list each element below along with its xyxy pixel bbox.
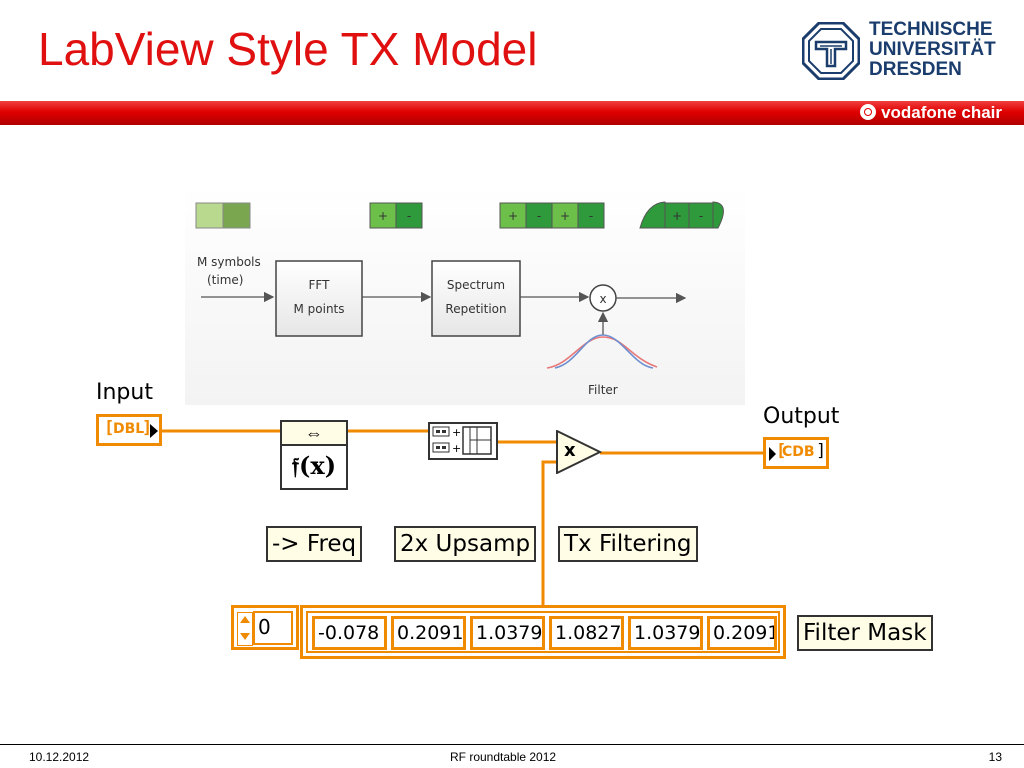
increment-arrow-icon[interactable] (240, 616, 250, 623)
vodafone-logo-icon (860, 104, 877, 120)
sign-3: + (508, 209, 518, 223)
mask-value-5[interactable]: 1.0379 (628, 616, 703, 650)
index-stepper[interactable] (237, 612, 253, 646)
tu-dresden-emblem-icon (801, 21, 861, 81)
input-terminal[interactable]: [ DBL ] (96, 414, 162, 446)
spectrum-label-1: Spectrum (447, 278, 505, 292)
sign-5: + (560, 209, 570, 223)
sign-7: + (672, 209, 682, 223)
output-label: Output (763, 404, 840, 429)
time-label: (time) (207, 273, 243, 287)
tu-line-2: UNIVERSITÄT (869, 39, 996, 60)
fx-label: 𝔣(x) (291, 451, 337, 480)
footer-page-number: 13 (988, 750, 1002, 764)
footer-event: RF roundtable 2012 (450, 750, 557, 764)
multiplier-symbol: x (599, 292, 606, 306)
mask-value-2[interactable]: 0.2091 (391, 616, 466, 650)
array-build-icon: + + (432, 426, 492, 455)
mask-value-4[interactable]: 1.0827 (549, 616, 624, 650)
filter-mask-array[interactable]: -0.078 0.2091 1.0379 1.0827 1.0379 0.209… (300, 605, 786, 659)
svg-text:+: + (452, 426, 461, 439)
sign-8: - (699, 209, 703, 223)
upsample-node[interactable]: + + (428, 422, 498, 460)
spectrum-repetition-block (431, 260, 521, 337)
fft-label-2: M points (293, 302, 344, 316)
labview-wires (162, 429, 763, 606)
tu-line-3: DRESDEN (869, 59, 962, 80)
terminal-arrow-icon (150, 424, 158, 438)
footer-date: 10.12.2012 (29, 750, 90, 764)
repeated-spectrum-symbols: + - + - (499, 202, 605, 229)
sign-4: - (537, 209, 541, 223)
fft-symbols: + - (369, 202, 423, 229)
filter-mask-label: Filter Mask (797, 615, 933, 651)
fft-block (275, 260, 363, 337)
multiply-node[interactable]: x (556, 429, 603, 475)
tu-line-1: TECHNISCHE (869, 19, 993, 40)
filtered-symbols: + - (639, 201, 724, 229)
terminal-arrow-icon (769, 447, 776, 461)
filter-curve-blue (554, 334, 654, 369)
filter-label: Filter (588, 383, 618, 397)
array-index-control[interactable]: 0 (231, 605, 299, 650)
multiply-symbol: x (564, 440, 576, 461)
slide-title: LabView Style TX Model (38, 23, 538, 75)
tx-block-diagram-svg: + - + - + - + - M symbols (time) FF (185, 185, 745, 405)
filter-curve-red (546, 336, 658, 369)
output-terminal[interactable]: [ CDB ] (763, 437, 829, 469)
input-label: Input (96, 380, 153, 405)
output-terminal-type: CDB (782, 444, 815, 460)
sign-1: + (378, 209, 388, 223)
mask-value-6[interactable]: 0.2091 (707, 616, 777, 650)
tu-dresden-logo (801, 21, 861, 81)
time-symbol-1 (195, 202, 224, 229)
chair-label: vodafone chair (881, 103, 1002, 122)
footer-divider (0, 744, 1024, 745)
time-symbol-2 (222, 202, 251, 229)
mask-value-1[interactable]: -0.078 (312, 616, 387, 650)
sign-2: - (407, 209, 411, 223)
svg-text:+: + (452, 442, 461, 455)
mask-value-3[interactable]: 1.0379 (470, 616, 545, 650)
tx-filtering-label: Tx Filtering (558, 526, 698, 562)
index-value[interactable]: 0 (253, 611, 293, 645)
sign-6: - (589, 209, 593, 223)
upsample-label: 2x Upsamp (394, 526, 537, 562)
tu-dresden-wordmark: TECHNISCHE UNIVERSITÄT DRESDEN (869, 20, 996, 80)
vodafone-chair-logo: vodafone chair (860, 101, 1002, 125)
wire-mask-multiply (541, 460, 558, 606)
tx-block-diagram: + - + - + - + - M symbols (time) FF (185, 185, 745, 405)
input-terminal-type: DBL (113, 421, 145, 437)
spectrum-label-2: Repetition (445, 302, 506, 316)
labview-diagram: Input [ DBL ] ⇔ 𝔣(x) + + x Output (0, 370, 1024, 670)
m-symbols-label: M symbols (197, 255, 261, 269)
multiply-triangle-icon (556, 429, 603, 475)
decrement-arrow-icon[interactable] (240, 633, 250, 640)
fft-label-1: FFT (309, 278, 331, 292)
header-red-bar (0, 101, 1024, 125)
fx-formula-node[interactable]: ⇔ 𝔣(x) (280, 420, 348, 490)
swap-arrows-icon: ⇔ (282, 422, 346, 446)
freq-label: -> Freq (266, 526, 363, 562)
